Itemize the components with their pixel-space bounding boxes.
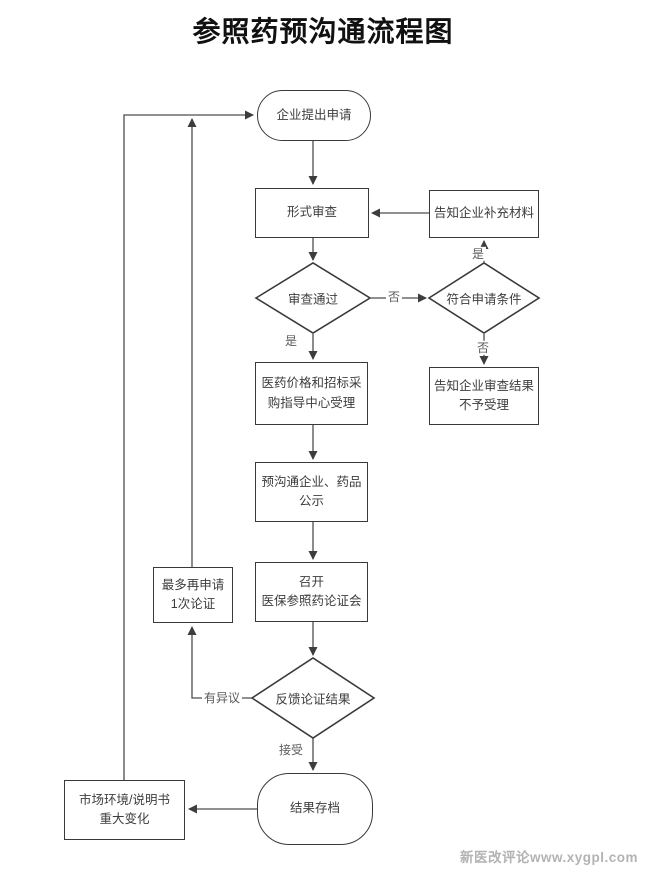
- node-formal-review-label: 形式审查: [286, 205, 337, 220]
- node-archive: 结果存档: [257, 773, 373, 845]
- edge-feedback-objection-to-reapply: [187, 626, 252, 699]
- edge-label-review-yes: 是: [282, 333, 300, 349]
- node-formal-review: 形式审查: [255, 188, 369, 238]
- node-start-label: 企业提出申请: [276, 107, 352, 122]
- edge-label-conditions-no: 否: [474, 340, 492, 356]
- node-publicity: 预沟通企业、药品 公示: [255, 462, 368, 522]
- node-notify-supplement-label: 告知企业补充材料: [433, 206, 534, 221]
- node-start: 企业提出申请: [257, 90, 371, 141]
- node-center-accept: 医药价格和招标采 购指导中心受理: [255, 362, 368, 425]
- node-hold-meeting-label: 召开 医保参照药论证会: [261, 574, 362, 608]
- node-center-accept-label: 医药价格和招标采 购指导中心受理: [261, 376, 362, 410]
- node-notify-supplement: 告知企业补充材料: [429, 190, 539, 238]
- node-market-change: 市场环境/说明书 重大变化: [64, 780, 185, 840]
- node-feedback-diamond: [250, 657, 376, 739]
- edge-market-change-loop-to-start: [123, 110, 254, 780]
- node-reapply-label: 最多再申请 1次论证: [161, 577, 225, 611]
- node-reapply: 最多再申请 1次论证: [153, 567, 233, 623]
- node-market-change-label: 市场环境/说明书 重大变化: [79, 792, 170, 826]
- node-feedback-label: 反馈论证结果: [275, 692, 351, 707]
- node-hold-meeting: 召开 医保参照药论证会: [255, 562, 368, 622]
- node-review-passed-diamond: [254, 262, 372, 334]
- edge-label-review-no: 否: [385, 289, 403, 305]
- edge-label-feedback-objection: 有异议: [201, 690, 243, 706]
- node-notify-reject-label: 告知企业审查结果 不予受理: [433, 378, 534, 412]
- node-review-passed-label: 审查通过: [287, 292, 339, 307]
- node-publicity-label: 预沟通企业、药品 公示: [261, 474, 362, 508]
- node-archive-label: 结果存档: [289, 801, 340, 816]
- node-meets-conditions-label: 符合申请条件: [446, 292, 522, 307]
- edge-label-feedback-accept: 接受: [276, 742, 306, 758]
- edge-label-conditions-yes: 是: [469, 246, 487, 262]
- node-notify-reject: 告知企业审查结果 不予受理: [429, 367, 539, 425]
- watermark: 新医改评论www.xygpl.com: [459, 850, 638, 865]
- page-title: 参照药预沟通流程图: [192, 15, 454, 48]
- node-meets-conditions-diamond: [427, 262, 541, 334]
